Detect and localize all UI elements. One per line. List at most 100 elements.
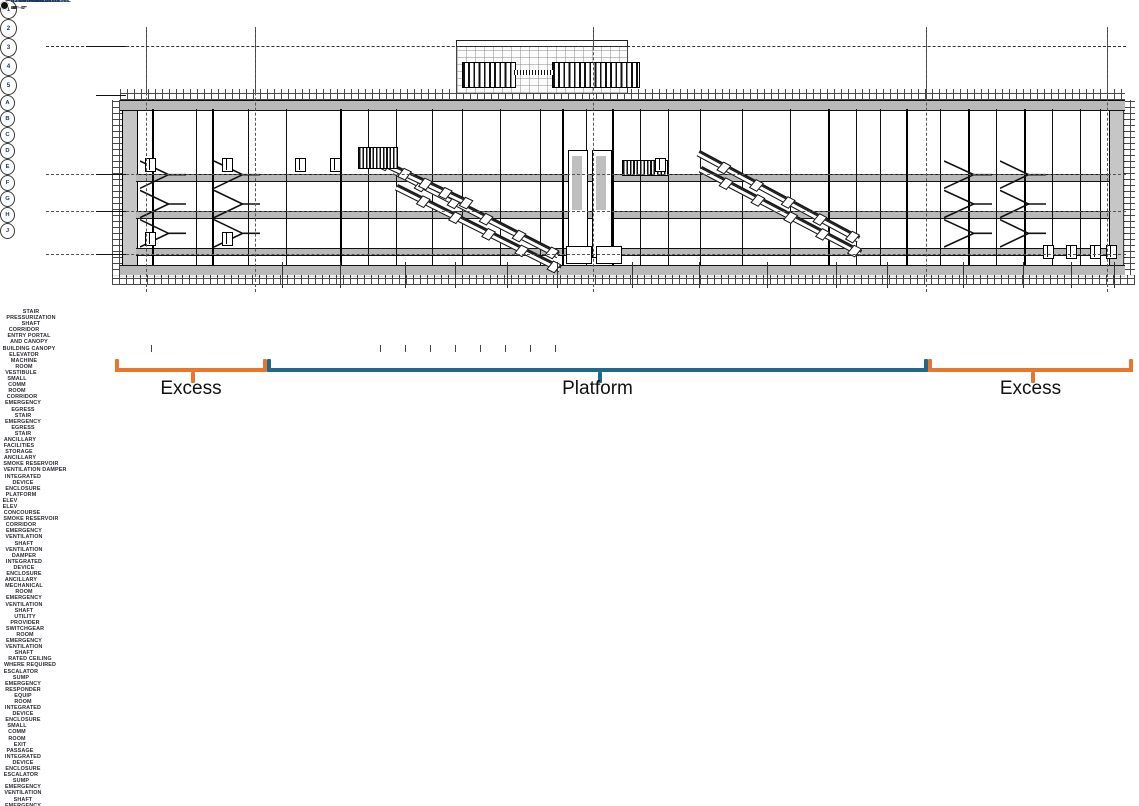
zone-bracket-cap xyxy=(267,359,271,372)
annotation-label: INTEGRATED DEVICE ENCLOSURE xyxy=(4,705,42,724)
level-datum-line xyxy=(46,174,1126,175)
grid-bubble-bottom-E[interactable]: E xyxy=(0,159,15,175)
grid-bubble-bottom-D[interactable]: D xyxy=(0,143,15,159)
zone-bracket-bar xyxy=(928,368,1133,372)
section-line xyxy=(286,109,288,265)
section-line xyxy=(968,109,971,265)
elevator-car-1 xyxy=(572,156,582,210)
level-name-text: R1 ROOF LEVEL xyxy=(11,0,52,4)
section-line xyxy=(640,109,642,265)
annotation-label: STAIR PRESSURIZATION SHAFT xyxy=(6,309,56,328)
annotation-label: EMERGENCY VENTILATION SHAFT xyxy=(5,595,43,614)
canopy-link xyxy=(514,70,554,75)
door-symbol xyxy=(330,158,341,172)
level-datum-line xyxy=(46,211,1126,212)
annotation-label: MECHANICAL ROOM xyxy=(5,583,43,596)
grid-bubble-top-3[interactable]: 3 xyxy=(0,38,17,57)
zone-bracket-cap xyxy=(115,359,119,372)
floor-slab xyxy=(136,248,1109,256)
leader-line xyxy=(836,262,837,288)
grid-bubble-bottom-B[interactable]: B xyxy=(0,111,15,127)
door-symbol xyxy=(145,232,156,246)
section-line xyxy=(462,109,464,265)
annotation-label: ESCALATOR SUMP xyxy=(3,772,39,785)
grid-tick-bottom xyxy=(530,345,531,352)
section-line xyxy=(1100,109,1102,265)
grid-column-line xyxy=(146,27,147,292)
annotation-label: BUILDING CANOPY xyxy=(2,345,56,352)
section-line xyxy=(1094,245,1095,257)
leader-line xyxy=(767,262,768,288)
zone-bracket-platform-1 xyxy=(267,359,928,384)
annotation-label: INTEGRATED DEVICE ENCLOSURE xyxy=(4,473,42,492)
level-leader xyxy=(86,46,126,48)
door-symbol xyxy=(222,232,233,246)
annotation-label: VESTIBULE xyxy=(5,369,37,376)
section-line xyxy=(906,109,909,265)
leader-line xyxy=(557,262,558,288)
grid-bubble-top-5[interactable]: 5 xyxy=(0,76,17,95)
section-line xyxy=(226,232,227,244)
section-line xyxy=(1070,245,1071,257)
level-elevation-text: 0" xyxy=(11,4,16,10)
annotation-label: ELEVATOR MACHINE ROOM xyxy=(9,351,39,370)
annotation-label: EMERGENCY VENTILATION SHAFT (BYPASS) xyxy=(4,802,42,806)
leader-line xyxy=(405,262,406,288)
grid-tick-bottom xyxy=(380,345,381,352)
leader-line xyxy=(632,262,633,288)
leader-line xyxy=(282,262,283,288)
grid-column-line xyxy=(593,27,594,292)
level-leader xyxy=(96,211,126,213)
level-marker-2: B1 CONCOURSE LEVEL-44' - 0" xyxy=(0,0,96,281)
annotation-label: VENTILATION DAMPER xyxy=(5,546,43,559)
zone-bracket-cap xyxy=(263,359,267,372)
grid-column-line xyxy=(255,27,256,292)
section-line xyxy=(700,109,702,265)
grid-bubble-bottom-H[interactable]: H xyxy=(0,207,15,223)
section-line xyxy=(1024,109,1027,265)
zone-bracket-cap xyxy=(1129,359,1133,372)
annotation-label: INTEGRATED DEVICE ENCLOSURE xyxy=(5,558,43,578)
section-line xyxy=(248,109,250,265)
grid-bubble-top-4[interactable]: 4 xyxy=(0,57,17,76)
grid-column-line xyxy=(926,27,927,292)
grid-tick-bottom xyxy=(455,345,456,352)
leader-line xyxy=(507,262,508,288)
door-symbol xyxy=(145,158,156,172)
section-line xyxy=(880,109,882,265)
level-name-text: B1 CONCOURSE LEVEL xyxy=(11,0,70,4)
annotation-label: EMERGENCY EGRESS STAIR xyxy=(4,418,42,437)
level-elevation-text: -90' - 0" xyxy=(11,4,27,10)
grid-bubble-top-2[interactable]: 2 xyxy=(0,19,17,38)
annotation-label: EMERGENCY VENTILATION SHAFT xyxy=(5,638,43,657)
grid-bubble-bottom-F[interactable]: F xyxy=(0,175,15,191)
leader-line xyxy=(455,262,456,288)
elev-pit-1 xyxy=(566,246,592,264)
leader-line xyxy=(1071,262,1072,288)
leader-line xyxy=(340,262,341,288)
section-line xyxy=(1110,245,1111,257)
level-datum-line xyxy=(46,46,1126,47)
grid-bubble-bottom-G[interactable]: G xyxy=(0,191,15,207)
annotation-label: PLATFORM xyxy=(5,491,37,498)
earth-hatch-left xyxy=(112,100,122,276)
section-line xyxy=(149,232,150,244)
level-leader xyxy=(96,95,126,97)
ground-hatch-lower xyxy=(112,275,1135,285)
section-line xyxy=(212,109,215,265)
level-datum-line xyxy=(46,254,1126,255)
zone-bracket-excess-2 xyxy=(928,359,1133,384)
grid-bubble-bottom-C[interactable]: C xyxy=(0,127,15,143)
annotation-label: EMERGENCY VENTILATION SHAFT xyxy=(4,784,42,803)
level-elevation-text: -44' - 0" xyxy=(11,4,27,10)
section-line xyxy=(562,109,565,265)
door-symbol xyxy=(222,158,233,172)
level-name: B1 CONCOURSE LEVEL-44' - 0" xyxy=(11,0,70,10)
annotation-label: RATED CEILING WHERE REQUIRED xyxy=(3,656,57,669)
level-name-text: S SURFACE LEVEL xyxy=(11,0,58,4)
grid-bubble-bottom-J[interactable]: J xyxy=(0,223,15,239)
grid-bubble-bottom-A[interactable]: A xyxy=(0,95,15,111)
